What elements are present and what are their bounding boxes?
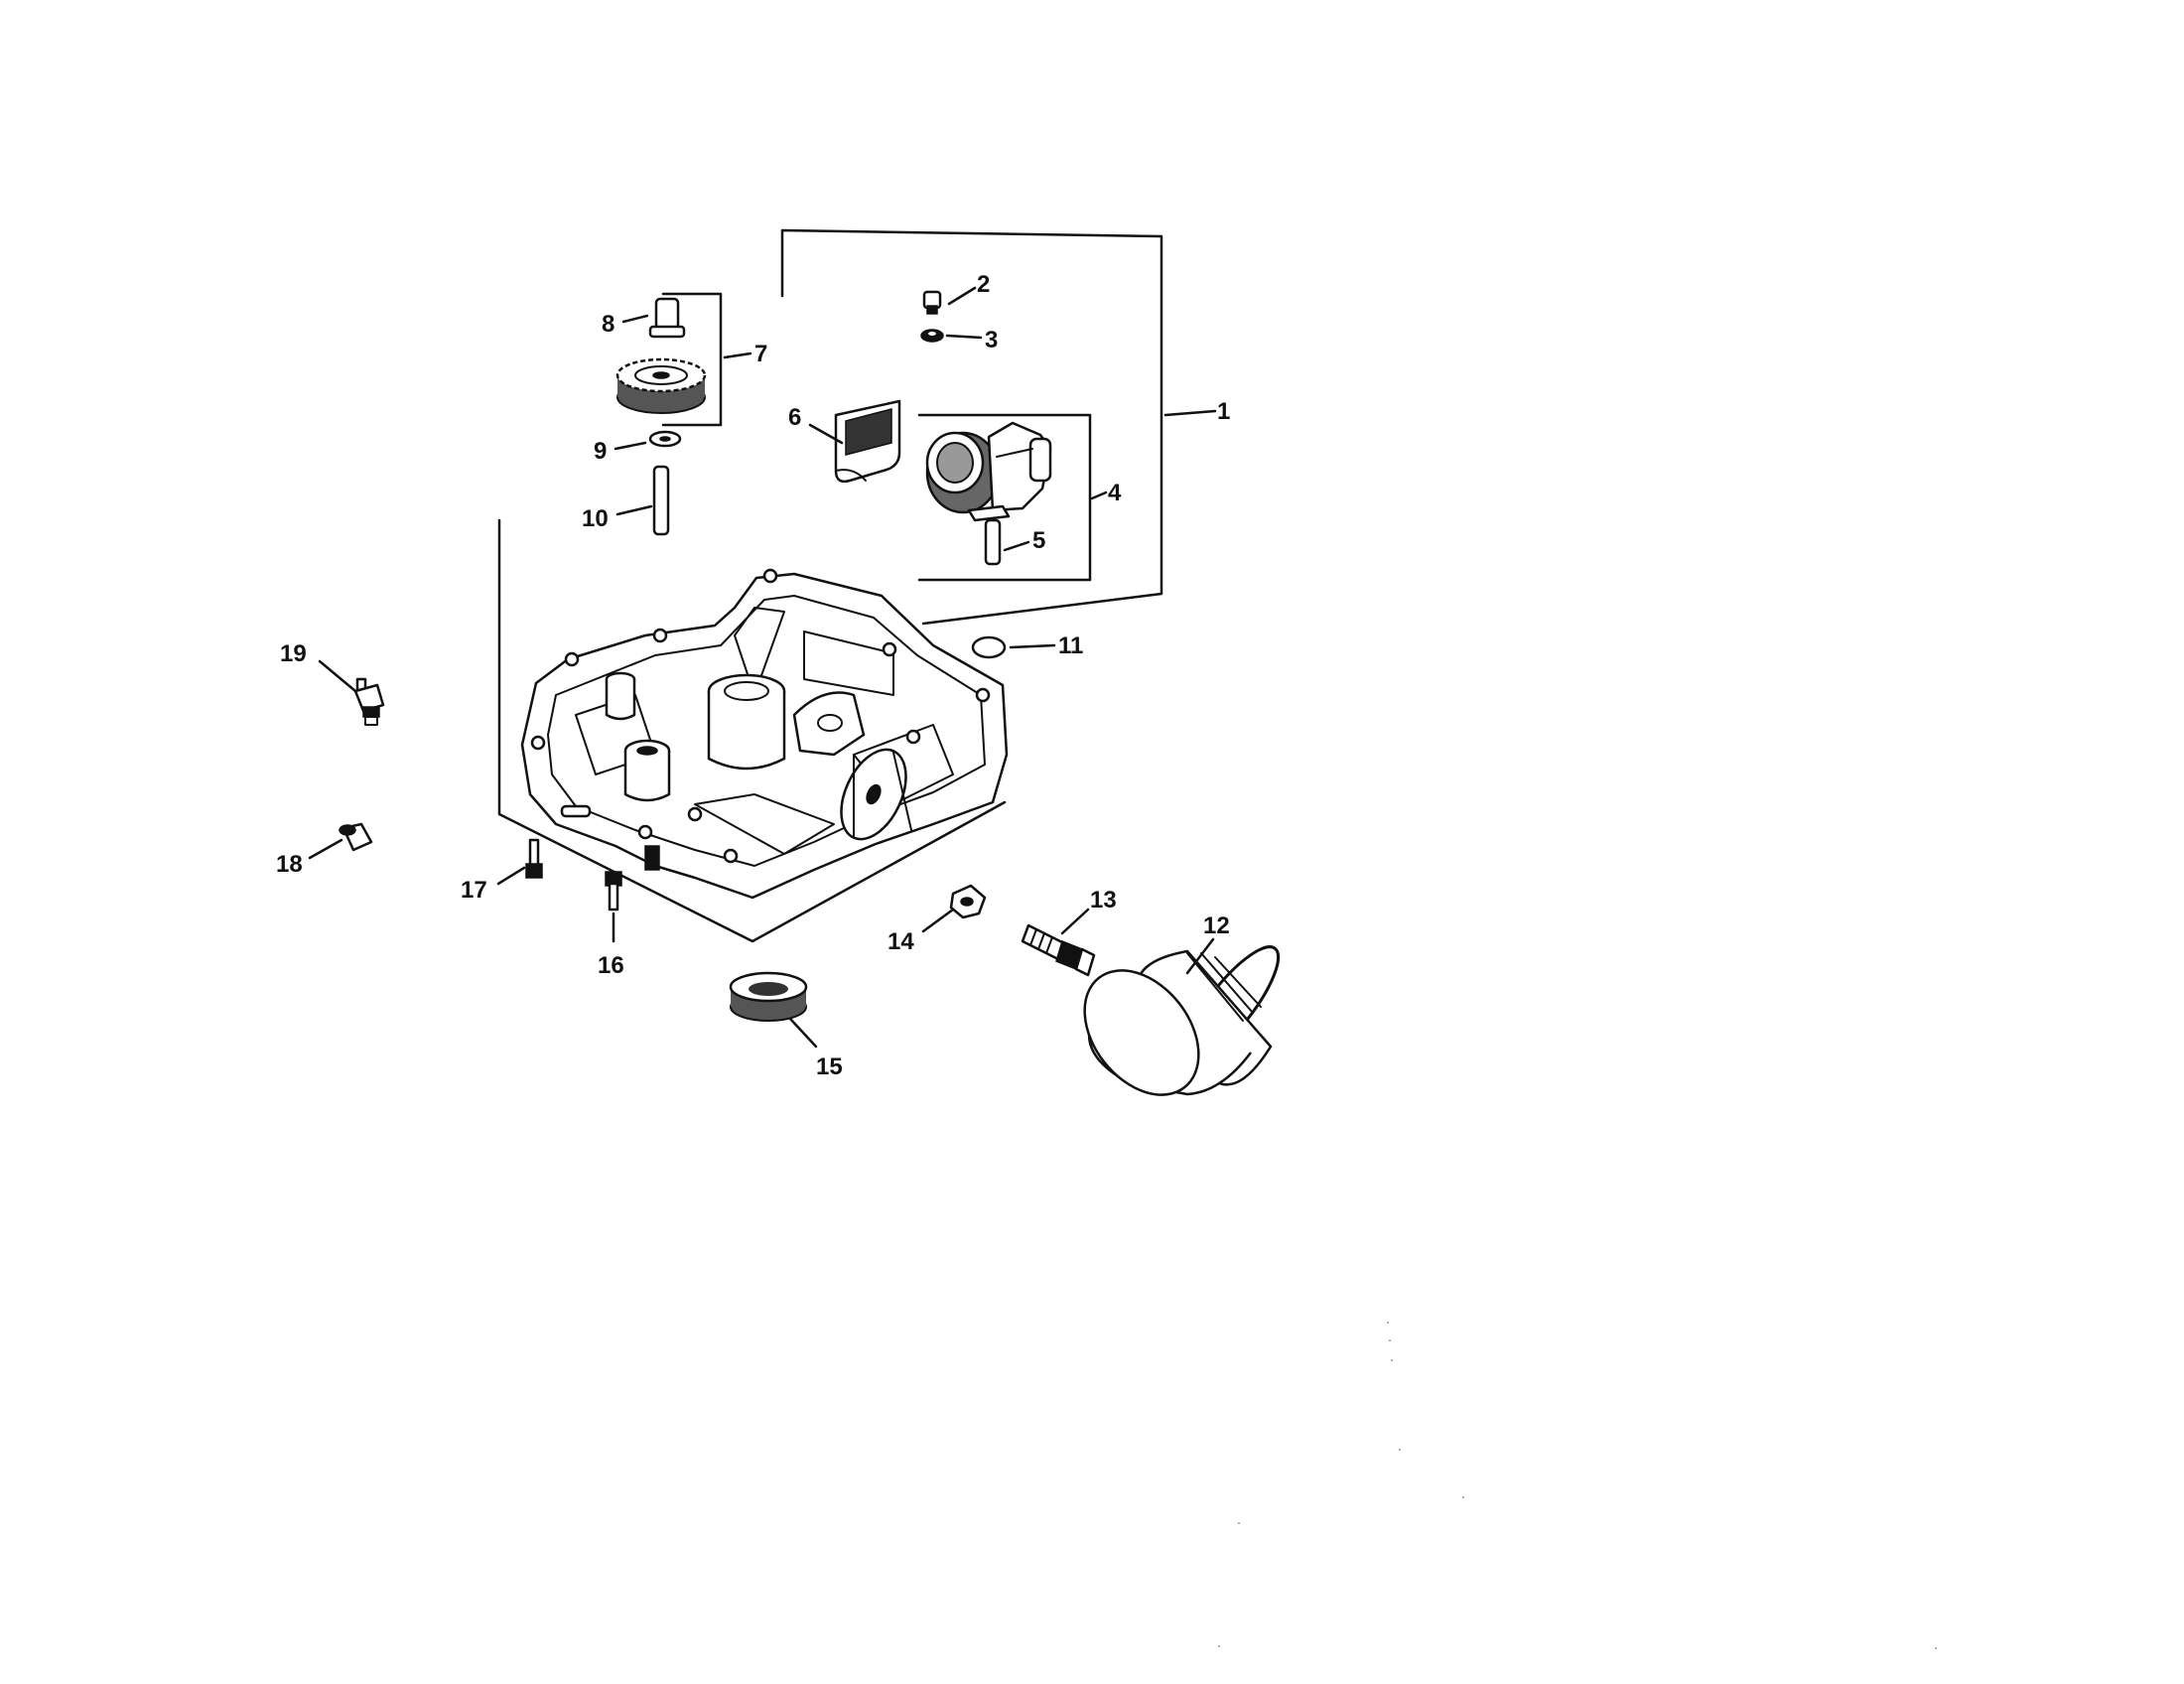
- part-17-bolt: [525, 838, 543, 879]
- part-7-gear: [615, 357, 707, 414]
- callout-7: 7: [754, 341, 767, 367]
- part-11-o-ring: [971, 635, 1007, 659]
- part-5-pin: [984, 518, 1002, 566]
- part-13-adapter: [1021, 923, 1096, 977]
- part-9-washer: [648, 430, 682, 448]
- callout-15: 15: [816, 1053, 843, 1080]
- part-3-washer: [920, 329, 944, 343]
- callout-6: 6: [788, 404, 801, 431]
- callout-18: 18: [276, 851, 303, 878]
- callout-4: 4: [1108, 480, 1122, 506]
- callout-2: 2: [977, 271, 990, 298]
- part-4-oil-pump: [925, 421, 1052, 522]
- part-16-bolt: [605, 871, 622, 912]
- part-19-switch: [353, 677, 385, 726]
- part-2-screw: [922, 290, 942, 315]
- callout-13: 13: [1090, 887, 1117, 913]
- callout-11: 11: [1058, 632, 1083, 659]
- leader-lines: [308, 286, 1217, 1049]
- callout-16: 16: [598, 952, 624, 979]
- part-14-nut: [949, 884, 987, 919]
- part-8-screw: [648, 297, 686, 339]
- part-12-oil-filter: [1083, 945, 1281, 1096]
- part-18-plug: [339, 822, 373, 852]
- part-10-pin: [652, 465, 670, 536]
- callout-17: 17: [461, 877, 487, 904]
- callout-labels: 1 2 3 4 5 6 7 8 9 10 11 12 13 14 15 16 1…: [276, 271, 1230, 1080]
- part-15-oil-seal: [729, 971, 808, 1022]
- callout-14: 14: [887, 928, 914, 955]
- callout-9: 9: [594, 438, 607, 465]
- callout-12: 12: [1203, 912, 1230, 939]
- callout-8: 8: [602, 311, 614, 338]
- callout-3: 3: [985, 327, 998, 353]
- assembly-bracket-1: [780, 228, 1163, 626]
- part-6-bearing-shell: [834, 399, 901, 484]
- scan-specks: [1218, 1322, 1937, 1649]
- callout-5: 5: [1032, 527, 1045, 554]
- housing-oil-pan: [497, 518, 1009, 943]
- callout-19: 19: [280, 640, 307, 667]
- subassembly-box-4: [917, 413, 1092, 582]
- callout-1: 1: [1217, 398, 1230, 425]
- subassembly-box-7: [661, 292, 723, 427]
- callout-10: 10: [582, 505, 609, 532]
